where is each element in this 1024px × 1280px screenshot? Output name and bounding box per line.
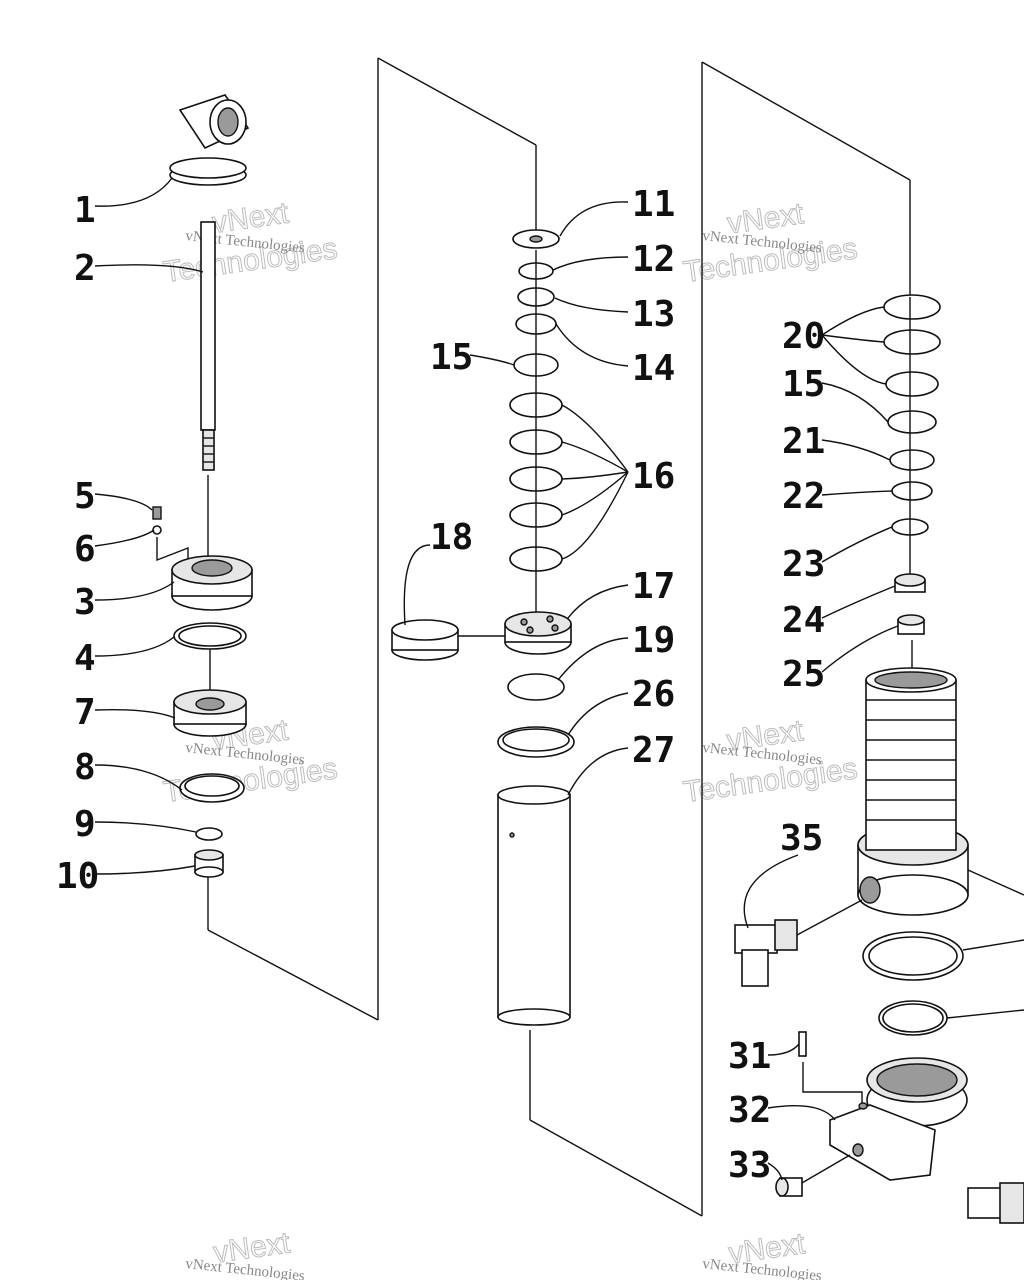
reservoir-o-ring-large <box>862 931 1024 981</box>
callout-9: 9 <box>74 804 96 845</box>
callout-1: 1 <box>74 190 96 231</box>
callout-10: 10 <box>56 856 99 897</box>
callout-labels: 1 2 5 6 3 4 7 8 9 10 11 12 13 14 15 16 1… <box>56 184 825 1186</box>
part-32-end-cap <box>794 1057 968 1188</box>
reservoir-body <box>857 667 1024 916</box>
callout-27: 27 <box>632 730 675 771</box>
callout-18: 18 <box>430 517 473 558</box>
leader-lines <box>94 177 899 1181</box>
part-7-piston <box>173 649 247 737</box>
callout-2: 2 <box>74 248 96 289</box>
callout-4: 4 <box>74 638 96 679</box>
part-18-band <box>391 619 505 661</box>
part-1-boss <box>169 94 250 186</box>
callout-13: 13 <box>632 294 675 335</box>
callout-6: 6 <box>74 529 96 570</box>
part-19-o-ring <box>507 673 565 701</box>
callout-33: 33 <box>728 1145 771 1186</box>
callout-19: 19 <box>632 620 675 661</box>
callout-7: 7 <box>74 692 96 733</box>
callout-22: 22 <box>782 476 825 517</box>
callout-8: 8 <box>74 747 96 788</box>
reservoir-o-ring-small <box>878 1000 1024 1036</box>
callout-32: 32 <box>728 1090 771 1131</box>
part-3-bearing-housing <box>171 555 253 611</box>
callout-14: 14 <box>632 348 675 389</box>
part-10-nut <box>194 849 224 910</box>
callout-5: 5 <box>74 476 96 517</box>
part-33-plug <box>775 1177 803 1197</box>
callout-25: 25 <box>782 654 825 695</box>
callout-11: 11 <box>632 184 675 225</box>
part-4-o-ring <box>173 622 247 650</box>
callout-21: 21 <box>782 421 825 462</box>
callout-35: 35 <box>780 818 823 859</box>
callout-31: 31 <box>728 1036 771 1077</box>
part-31-pin <box>798 1031 863 1105</box>
callout-16: 16 <box>632 456 675 497</box>
middle-washer-stack <box>509 229 563 628</box>
panel-lines <box>207 57 911 1217</box>
callout-24: 24 <box>782 600 825 641</box>
fitting-bottom-right <box>967 1182 1024 1224</box>
part-24-bushing <box>894 573 926 593</box>
part-8-ring <box>179 773 245 803</box>
part-5-set-screw <box>152 506 162 520</box>
part-25-plug <box>897 614 925 668</box>
part-26-ring <box>497 726 575 758</box>
right-washer-stack <box>883 294 941 578</box>
part-35-elbow-fitting <box>734 899 863 987</box>
part-27-cylinder <box>497 785 571 1026</box>
part-2-shaft <box>200 221 216 558</box>
callout-12: 12 <box>632 239 675 280</box>
callout-15-right: 15 <box>782 364 825 405</box>
callout-15-middle: 15 <box>430 337 473 378</box>
part-17-piston <box>504 611 572 655</box>
callout-20: 20 <box>782 316 825 357</box>
part-9-washer <box>195 827 223 841</box>
callout-17: 17 <box>632 566 675 607</box>
callout-3: 3 <box>74 582 96 623</box>
callout-23: 23 <box>782 544 825 585</box>
callout-26: 26 <box>632 674 675 715</box>
